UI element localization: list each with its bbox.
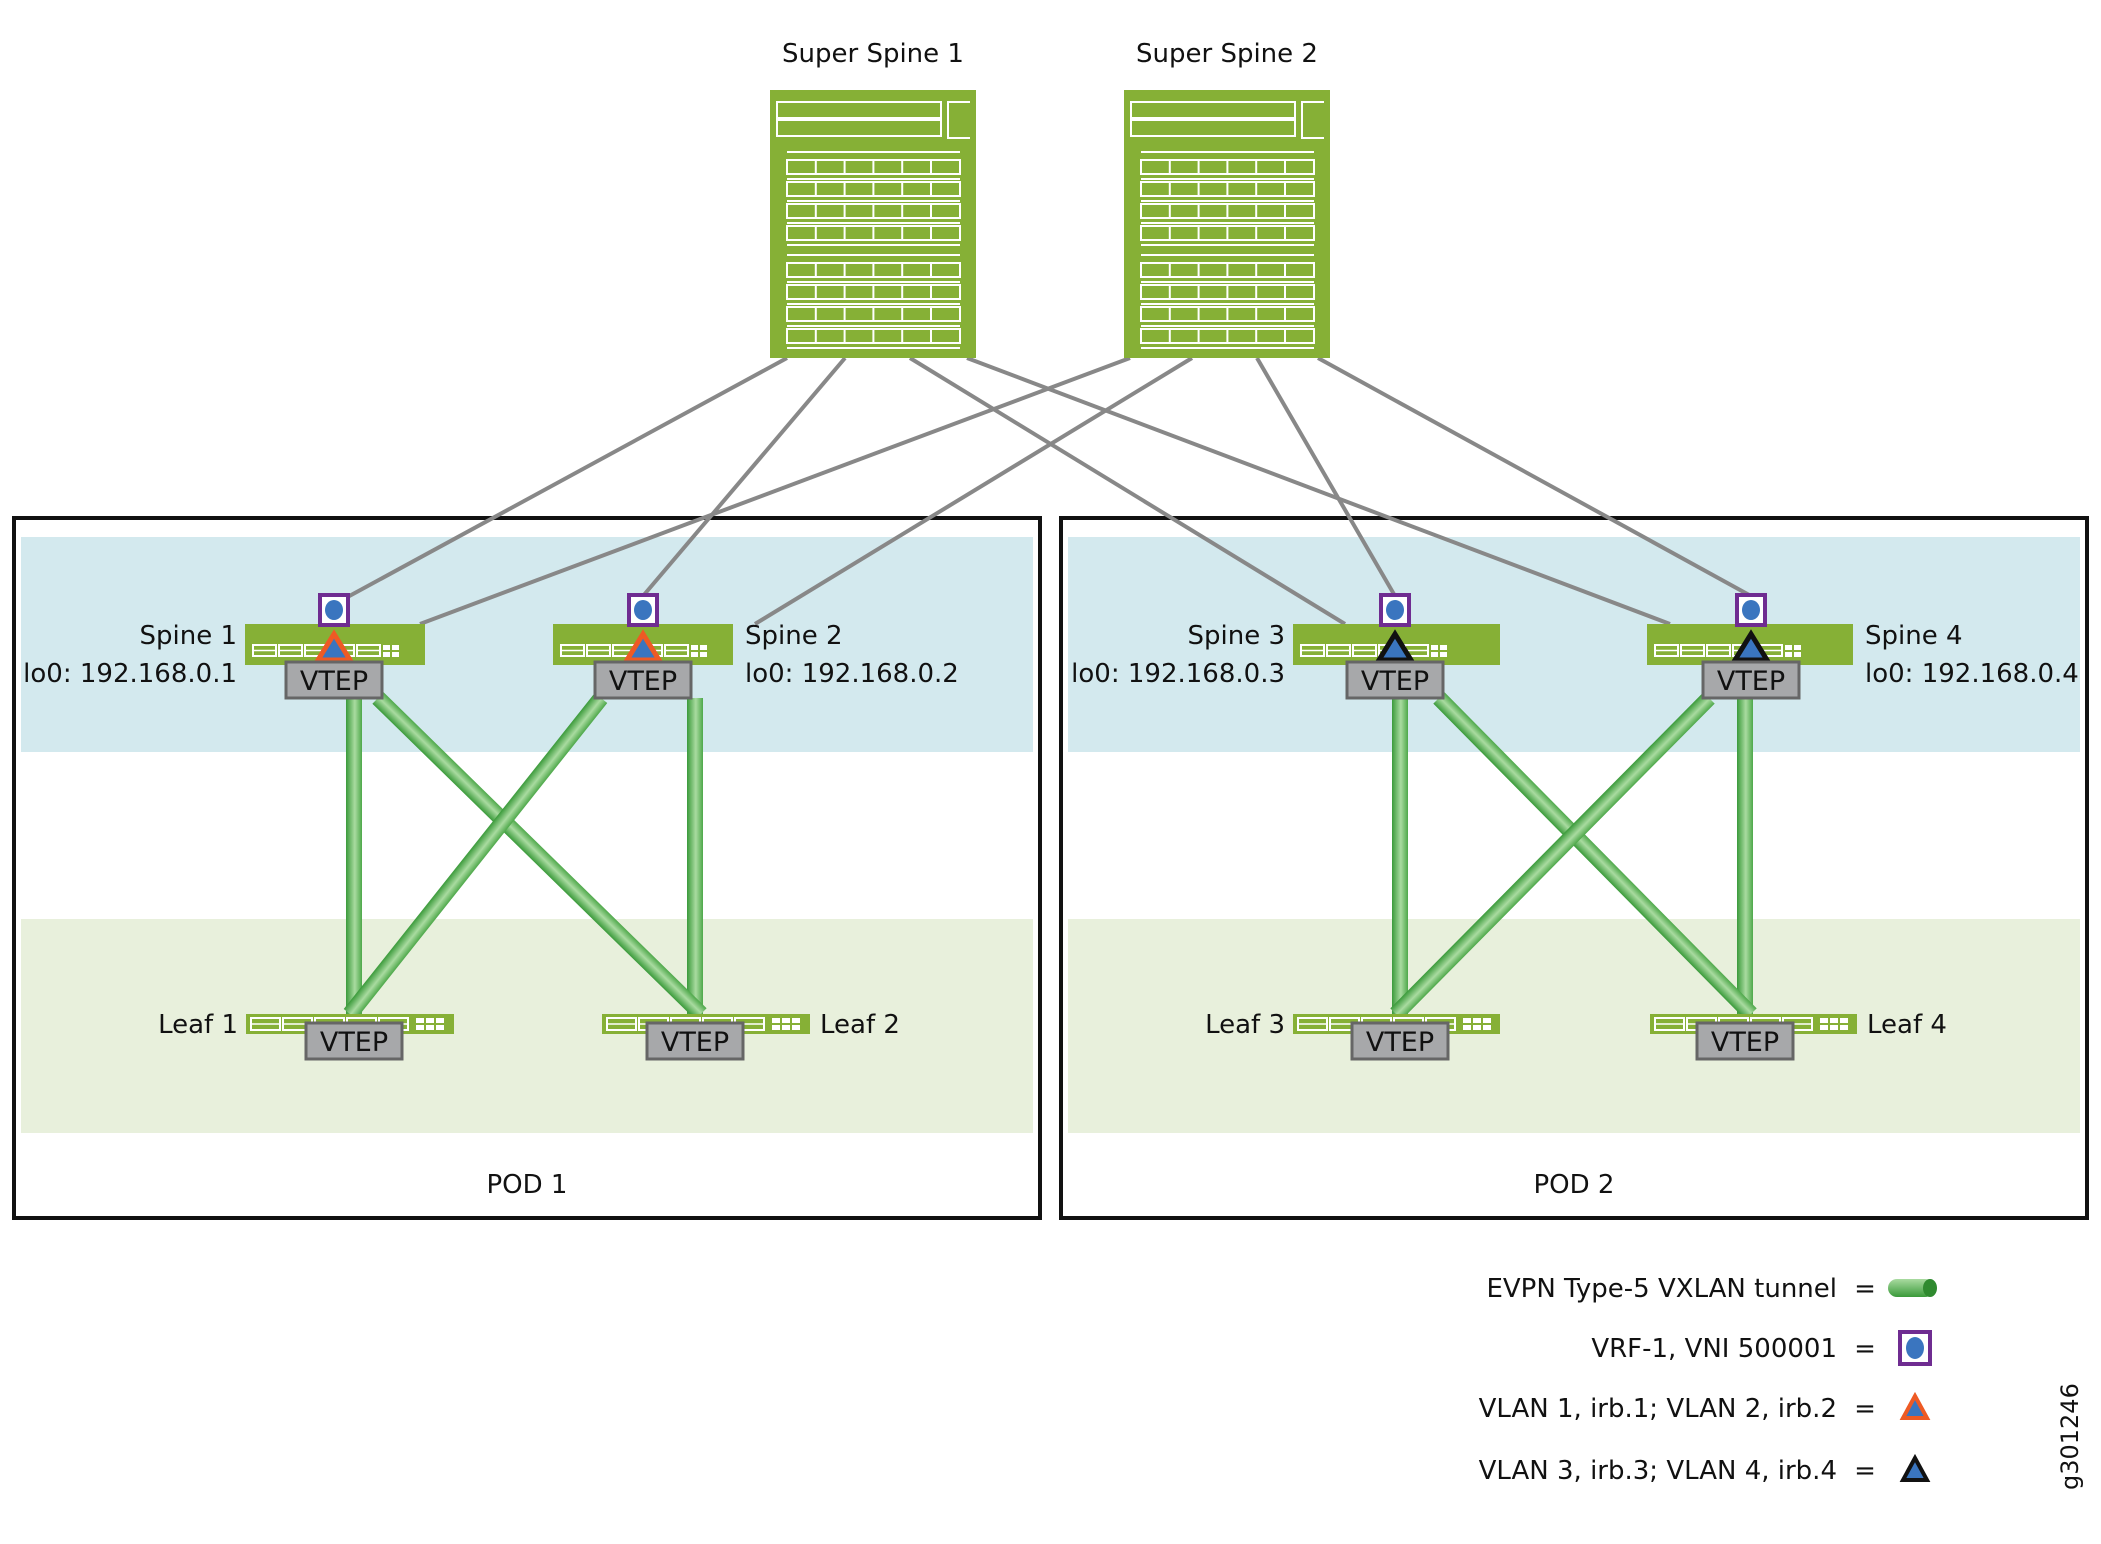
- vlan34-triangle-icon: [1899, 1453, 1931, 1482]
- super-spines: Super Spine 1 Super Spine 2: [770, 39, 1330, 358]
- legend-label: VRF-1, VNI 500001: [1591, 1334, 1837, 1364]
- legend-label: VLAN 1, irb.1; VLAN 2, irb.2: [1479, 1394, 1837, 1424]
- underlay-link: [908, 356, 1347, 626]
- vlan12-triangle-icon: [1899, 1391, 1931, 1420]
- legend-item: VRF-1, VNI 500001 =: [1591, 1330, 1932, 1366]
- vtep-badge: VTEP: [284, 660, 384, 700]
- legend-item: VLAN 3, irb.3; VLAN 4, irb.4 =: [1479, 1453, 1931, 1486]
- svg-text:VTEP: VTEP: [300, 666, 368, 697]
- vlan12-triangle-icon: [622, 629, 664, 663]
- super-spine-label: Super Spine 1: [782, 39, 964, 69]
- spine-label: Spine 3: [1187, 621, 1285, 651]
- pod-2-spine-band: [1068, 537, 2080, 752]
- vxlan-tunnel: [346, 698, 362, 1014]
- vtep-badge: VTEP: [593, 660, 693, 700]
- vlan34-triangle-icon: [1730, 629, 1772, 663]
- vrf-icon: [1898, 1330, 1932, 1366]
- spine-1[interactable]: VTEP Spine 1 lo0: 192.168.0.1: [23, 593, 425, 700]
- pod-1-label: POD 1: [487, 1170, 568, 1200]
- leaf-1[interactable]: VTEP Leaf 1: [158, 1010, 454, 1061]
- svg-text:VTEP: VTEP: [1366, 1027, 1434, 1058]
- spine-label: Spine 4: [1865, 621, 1963, 651]
- svg-text:VTEP: VTEP: [1711, 1027, 1779, 1058]
- vtep-badge: VTEP: [1350, 1021, 1450, 1061]
- legend-label: VLAN 3, irb.3; VLAN 4, irb.4: [1479, 1456, 1837, 1486]
- spine-label: Spine 2: [745, 621, 843, 651]
- figure-id: g301246: [2056, 1383, 2084, 1490]
- vtep-badge: VTEP: [1345, 660, 1445, 700]
- leaf-label: Leaf 3: [1205, 1010, 1285, 1040]
- leaf-3[interactable]: VTEP Leaf 3: [1205, 1010, 1500, 1061]
- pod-2: POD 2: [1059, 516, 2089, 1220]
- spine-lo0-address: lo0: 192.168.0.4: [1865, 659, 2079, 689]
- legend-item: VLAN 1, irb.1; VLAN 2, irb.2 =: [1479, 1391, 1931, 1424]
- vxlan-tunnel: [1392, 698, 1408, 1014]
- pod-2-label: POD 2: [1534, 1170, 1615, 1200]
- vxlan-tunnel: [372, 692, 707, 1020]
- vlan34-triangle-icon: [1374, 629, 1416, 663]
- spine-4[interactable]: VTEP Spine 4 lo0: 192.168.0.4: [1647, 593, 2079, 700]
- legend-equals: =: [1854, 1456, 1876, 1486]
- vrf-icon: [1379, 593, 1411, 627]
- underlay-link: [1317, 356, 1752, 598]
- pod-1-spine-band: [21, 537, 1033, 752]
- legend-item: EVPN Type-5 VXLAN tunnel =: [1486, 1274, 1937, 1304]
- spine-3[interactable]: VTEP Spine 3 lo0: 192.168.0.3: [1071, 593, 1500, 700]
- tunnel-icon: [1888, 1279, 1937, 1297]
- leaf-label: Leaf 1: [158, 1010, 238, 1040]
- leaf-2[interactable]: VTEP Leaf 2: [602, 1010, 900, 1061]
- underlay-link: [419, 356, 1131, 626]
- super-spine-1[interactable]: Super Spine 1: [770, 39, 976, 358]
- vtep-badge: VTEP: [1695, 1021, 1795, 1061]
- legend-equals: =: [1854, 1334, 1876, 1364]
- leaf-4[interactable]: VTEP Leaf 4: [1650, 1010, 1947, 1061]
- vxlan-tunnel: [687, 698, 703, 1014]
- underlay-link: [753, 356, 1194, 626]
- svg-text:VTEP: VTEP: [609, 666, 677, 697]
- pod-1-leaf-band: [21, 919, 1033, 1133]
- vxlan-tunnel: [1737, 698, 1753, 1014]
- legend-equals: =: [1854, 1394, 1876, 1424]
- vrf-icon: [318, 593, 350, 627]
- underlay-link: [1255, 356, 1397, 598]
- super-spine-2[interactable]: Super Spine 2: [1124, 39, 1330, 358]
- pod-2-leaf-band: [1068, 919, 2080, 1133]
- underlay-link: [966, 356, 1671, 626]
- spine-lo0-address: lo0: 192.168.0.2: [745, 659, 959, 689]
- super-spine-label: Super Spine 2: [1136, 39, 1318, 69]
- spine-lo0-address: lo0: 192.168.0.1: [23, 659, 237, 689]
- spine-2[interactable]: VTEP Spine 2 lo0: 192.168.0.2: [553, 593, 959, 700]
- vtep-badge: VTEP: [645, 1021, 745, 1061]
- svg-text:VTEP: VTEP: [1717, 666, 1785, 697]
- vlan12-triangle-icon: [313, 629, 355, 663]
- vrf-icon: [1735, 593, 1767, 627]
- vxlan-tunnel: [1390, 692, 1715, 1020]
- legend-label: EVPN Type-5 VXLAN tunnel: [1486, 1274, 1837, 1304]
- spine-label: Spine 1: [139, 621, 237, 651]
- svg-text:VTEP: VTEP: [1361, 666, 1429, 697]
- vtep-badge: VTEP: [1701, 660, 1801, 700]
- vxlan-tunnel: [343, 693, 608, 1019]
- legend: EVPN Type-5 VXLAN tunnel=VRF-1, VNI 5000…: [1479, 1274, 1937, 1486]
- spine-lo0-address: lo0: 192.168.0.3: [1071, 659, 1285, 689]
- underlay-link: [641, 356, 847, 598]
- underlay-links: [341, 356, 1752, 626]
- svg-text:VTEP: VTEP: [661, 1027, 729, 1058]
- leaf-label: Leaf 2: [820, 1010, 900, 1040]
- legend-equals: =: [1854, 1274, 1876, 1304]
- vxlan-tunnel: [1433, 692, 1757, 1020]
- vxlan-tunnels: [343, 692, 1757, 1020]
- vtep-badge: VTEP: [304, 1021, 404, 1061]
- vrf-icon: [627, 593, 659, 627]
- svg-text:VTEP: VTEP: [320, 1027, 388, 1058]
- underlay-link: [341, 356, 788, 602]
- pod-1: POD 1: [12, 516, 1042, 1220]
- leaf-label: Leaf 4: [1867, 1010, 1947, 1040]
